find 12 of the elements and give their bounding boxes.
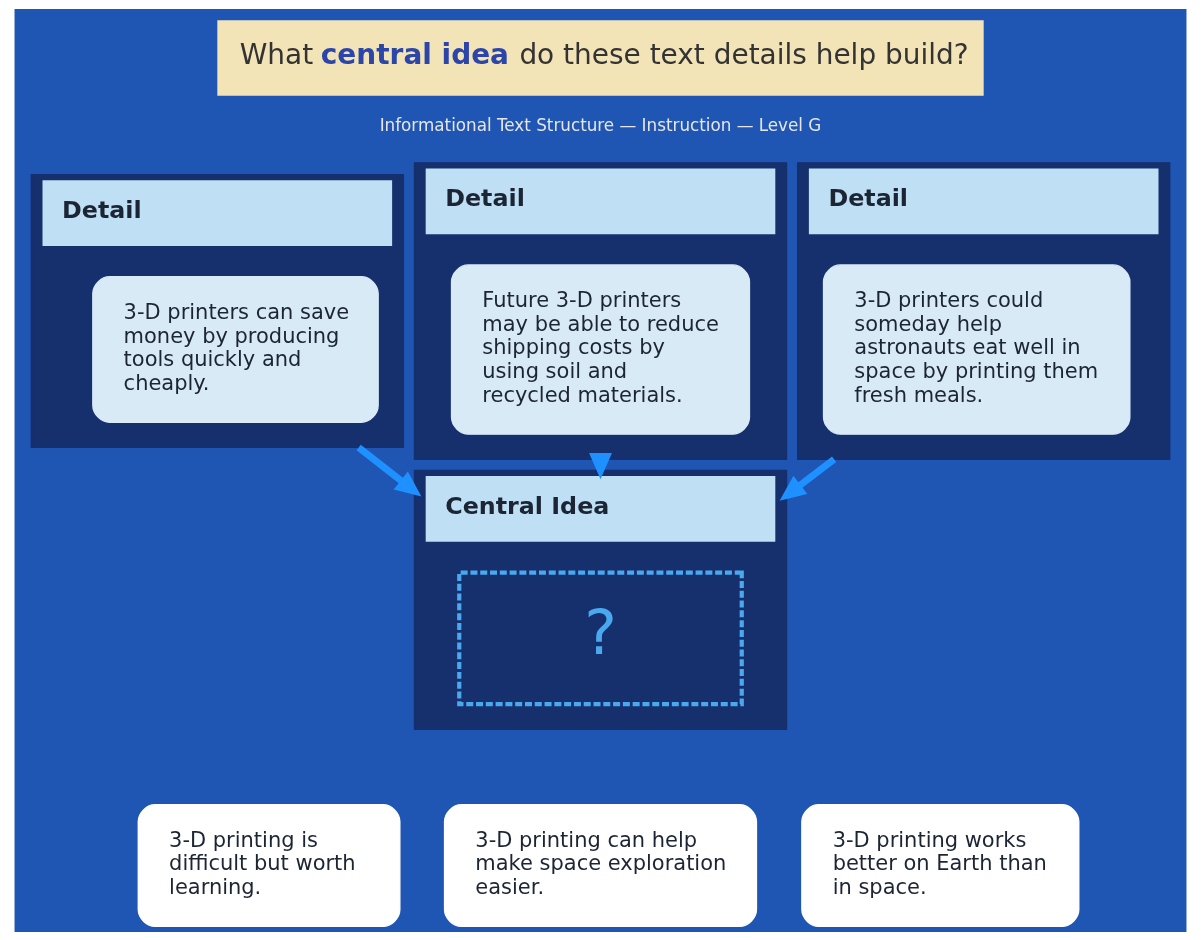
arrow [779,456,837,501]
arrow [589,452,612,479]
node-box: 3-D printers could someday help astronauts eat well in space by printing them fresh meals. [822,263,1131,435]
node-box: 3-D printing can help make space exploration easier. [443,803,758,927]
node-box: 3-D printers can save money by producing tools quickly and cheaply. [92,275,379,423]
diagram-title: What central idea do these text details help build? [239,37,969,71]
node-box: 3-D printing is difficult but worth learning. [137,803,401,927]
node-box: ? [457,570,744,706]
arrow [356,444,422,497]
label: Informational Text Structure — Instruction — Level G [379,114,822,135]
node-box: 3-D printing works better on Earth than in space. [801,803,1080,927]
node-box: Future 3-D printers may be able to reduce shipping costs by using soil and recycled materials. [450,263,751,435]
